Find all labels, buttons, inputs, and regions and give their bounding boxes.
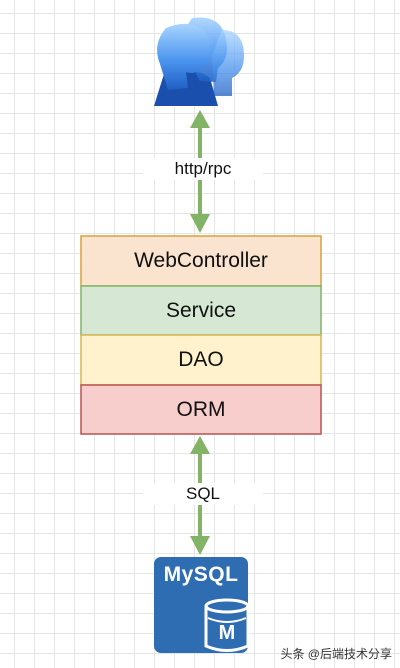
layer-dao: DAO: [178, 348, 224, 371]
http-rpc-label: http/rpc: [143, 158, 263, 180]
users-icon: [154, 17, 244, 106]
layer-stack: [80, 235, 322, 435]
layer-webcontroller: WebController: [134, 249, 268, 272]
layer-service: Service: [165, 299, 237, 322]
layer-orm: ORM: [176, 398, 226, 421]
layer-orm-box: [80, 384, 322, 435]
mysql-logo-text: MySQL: [163, 563, 239, 586]
sql-label: SQL: [143, 483, 263, 505]
mysql-icon: [154, 557, 250, 653]
layer-dao-box: [80, 334, 322, 386]
watermark: 头条 @后端技术分享: [280, 647, 392, 661]
mysql-badge-letter: M: [218, 622, 236, 644]
layer-webcontroller-box: [80, 235, 322, 287]
layer-service-box: [80, 285, 322, 336]
